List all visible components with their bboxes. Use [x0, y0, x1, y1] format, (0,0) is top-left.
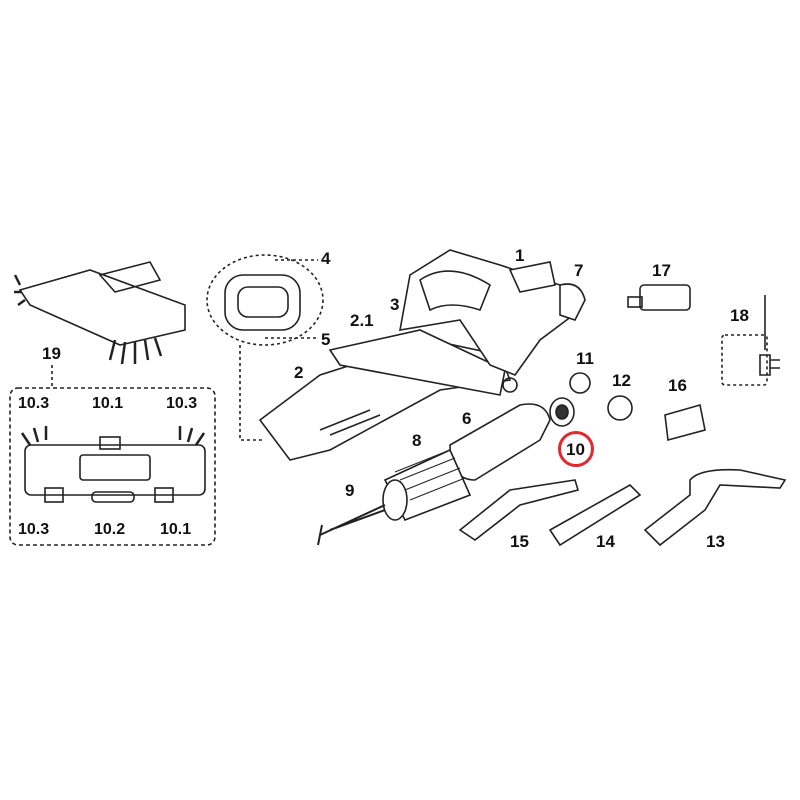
label-2: 2 — [294, 363, 304, 382]
part-11 — [569, 372, 591, 394]
part-10-filter-cap — [549, 397, 575, 427]
part-19-brush-head — [13, 261, 186, 365]
part-18-charger — [721, 295, 780, 386]
label-17: 17 — [652, 261, 671, 280]
label-10: 10 — [566, 440, 585, 459]
inset-label-10-1-bottom: 10.1 — [160, 521, 192, 538]
inset-label-10-3-top-left: 10.3 — [18, 395, 50, 412]
part-1-2-body — [258, 249, 582, 461]
label-12: 12 — [612, 371, 631, 390]
part-17-plug — [627, 284, 691, 311]
highlight-circle — [558, 431, 594, 467]
inset-box — [9, 387, 216, 546]
part-12 — [607, 395, 633, 421]
label-2-1: 2.1 — [350, 311, 374, 330]
label-13: 13 — [706, 532, 725, 551]
label-6: 6 — [462, 409, 472, 428]
part-16-clip — [664, 403, 706, 442]
part-8-filter — [382, 448, 472, 522]
inset-brush-bottom — [20, 426, 206, 503]
inset-label-10-2-bottom: 10.2 — [94, 521, 126, 538]
inset-label-10-3-bottom: 10.3 — [18, 521, 50, 538]
inset-label-10-3-top-right: 10.3 — [166, 395, 198, 412]
part-13-handle — [643, 468, 787, 547]
label-9: 9 — [345, 481, 355, 500]
inset-label-10-1-top: 10.1 — [92, 395, 124, 412]
label-4: 4 — [321, 249, 331, 268]
part-4-5-window — [206, 254, 324, 441]
label-5: 5 — [321, 330, 331, 349]
label-11: 11 — [576, 349, 594, 368]
label-3: 3 — [390, 295, 400, 314]
part-15-tube — [458, 479, 580, 541]
part-9-rod — [317, 504, 386, 546]
label-15: 15 — [510, 532, 529, 551]
label-16: 16 — [668, 376, 687, 395]
label-7: 7 — [574, 261, 584, 280]
part-7-cap — [559, 283, 586, 321]
label-1: 1 — [515, 246, 525, 265]
label-14: 14 — [596, 532, 615, 551]
label-8: 8 — [412, 431, 422, 450]
label-18: 18 — [730, 306, 749, 325]
part-14-tube — [548, 484, 642, 547]
label-19: 19 — [42, 344, 61, 363]
